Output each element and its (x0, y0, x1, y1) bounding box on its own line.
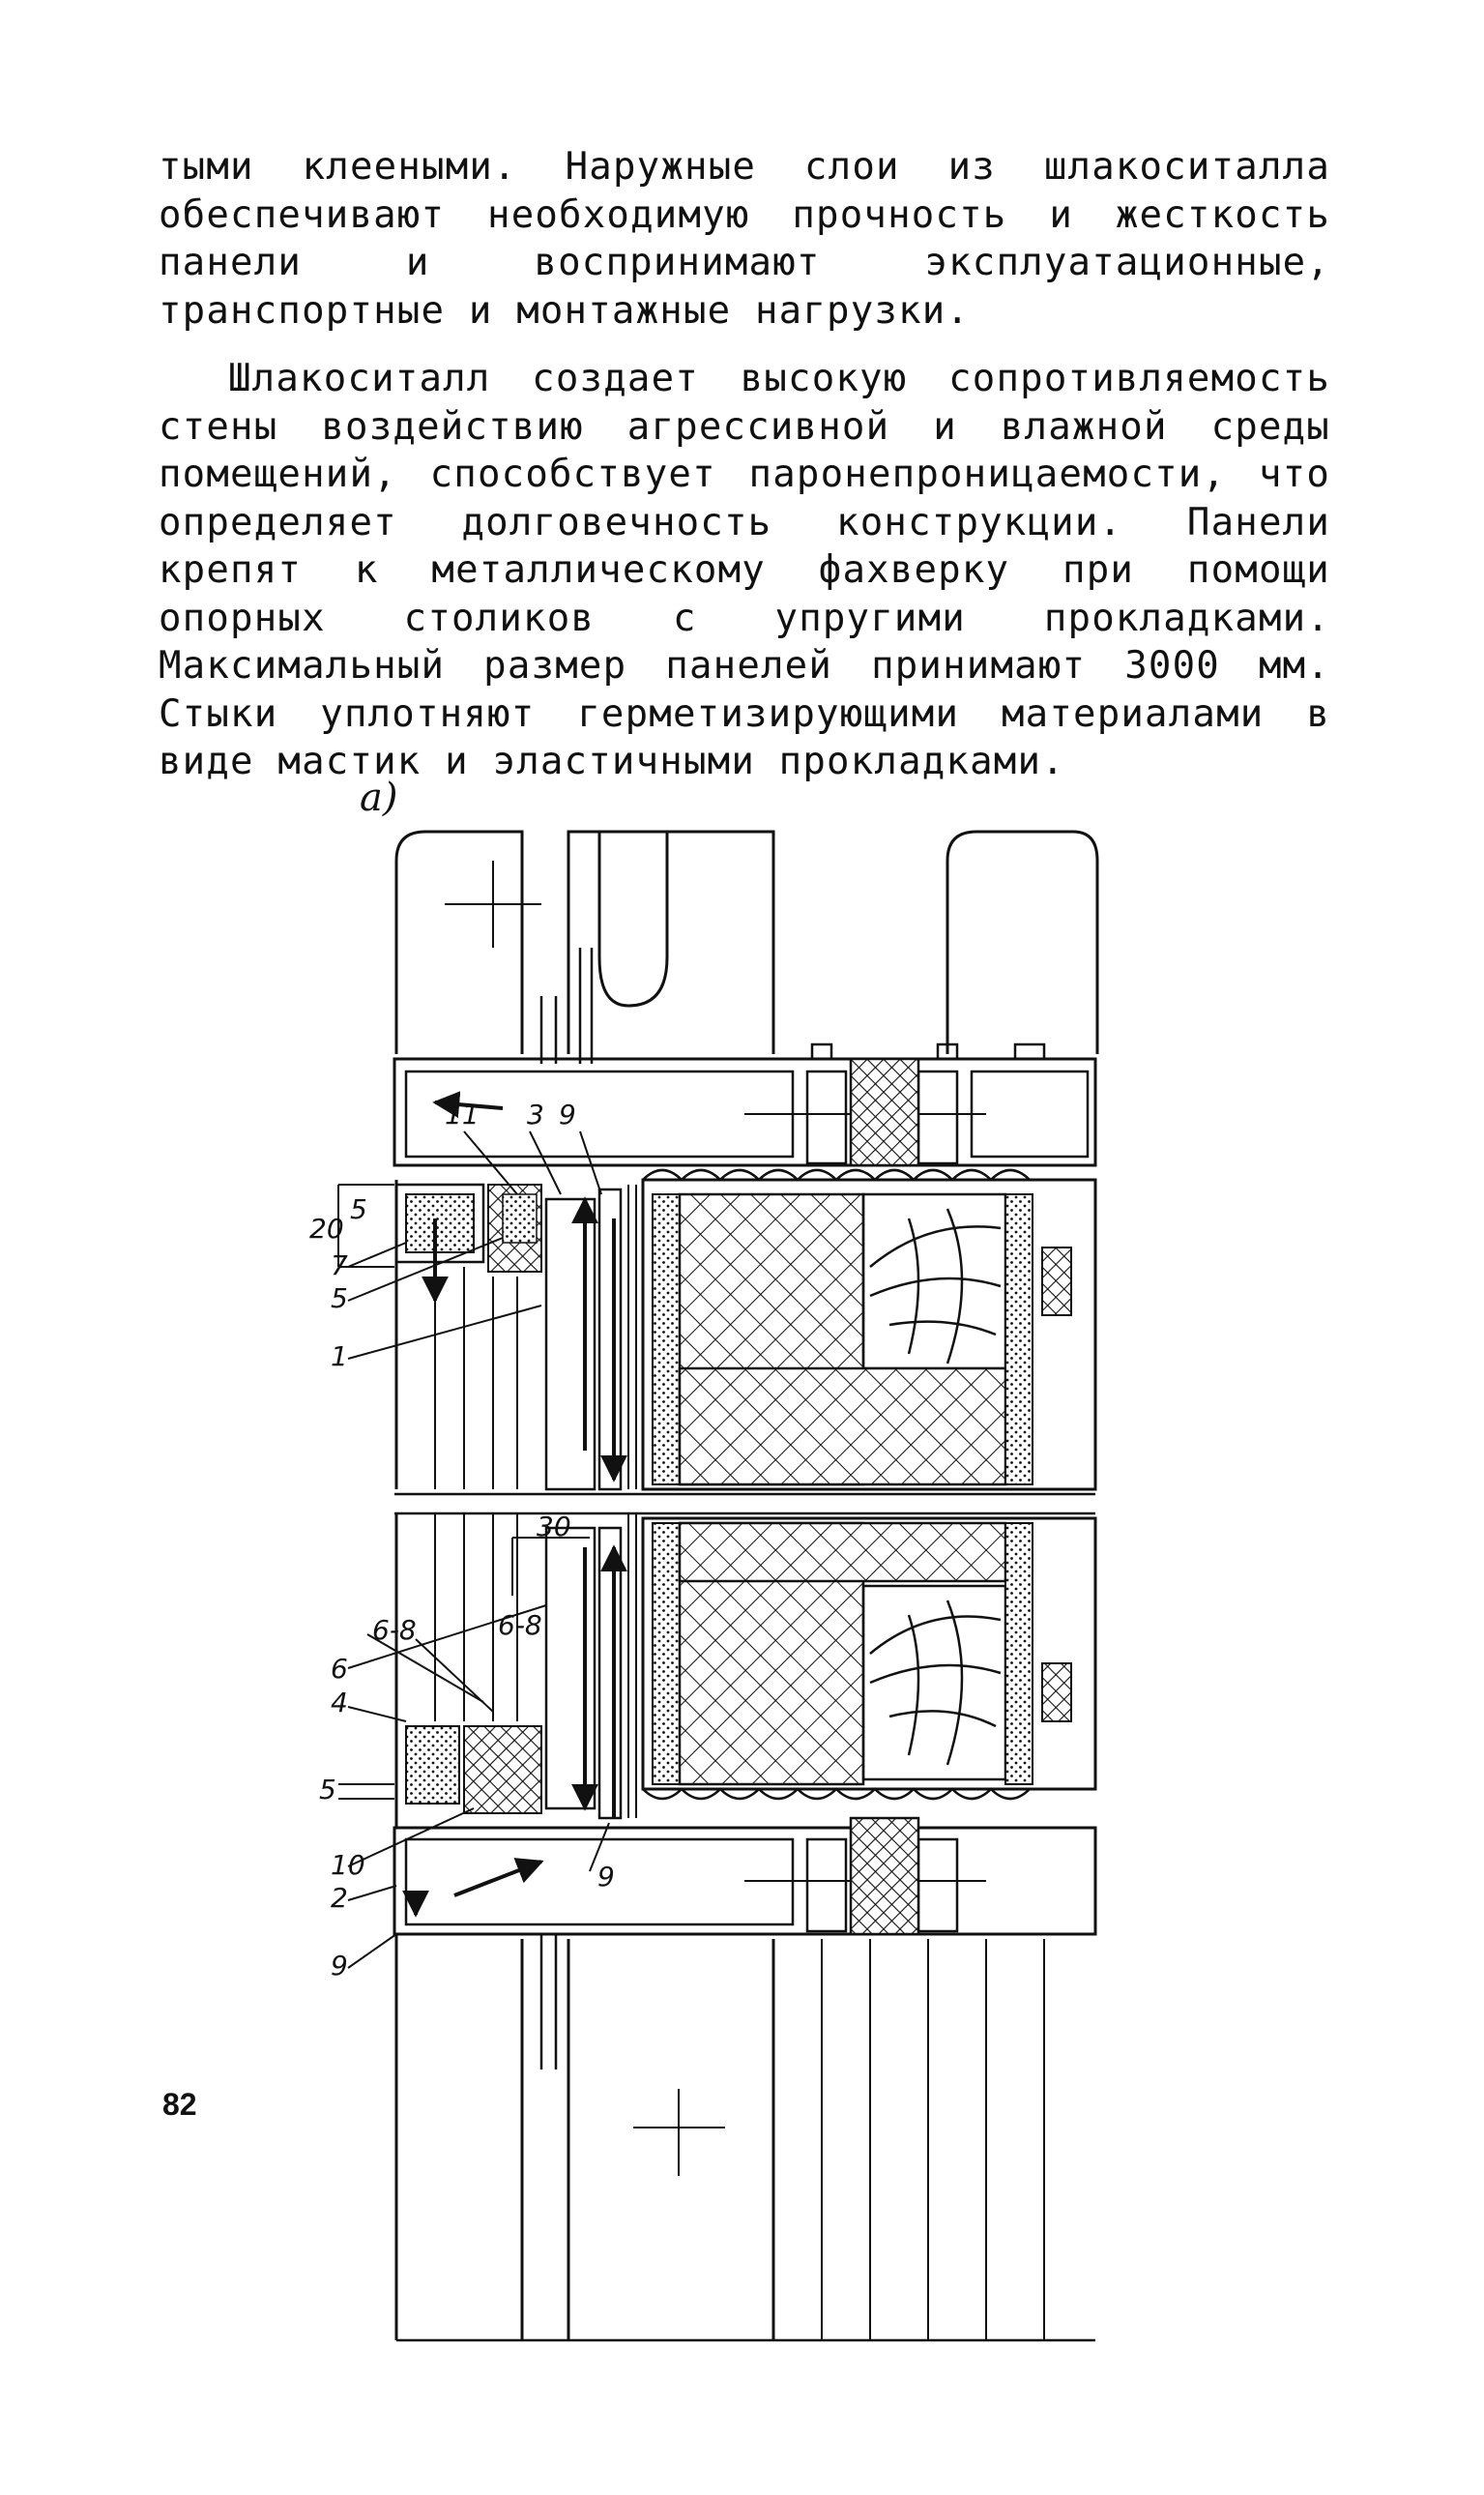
leader-lines (337, 1130, 610, 1969)
callout-9-mid: 9 (597, 1861, 615, 1893)
figure-label: а) (360, 776, 398, 820)
body-text: тыми клееными. Наружные слои из шлакосит… (159, 143, 1330, 786)
callout-4: 4 (331, 1687, 348, 1718)
book-page: тыми клееными. Наружные слои из шлакосит… (159, 143, 1330, 2342)
callout-1: 1 (331, 1340, 348, 1372)
callout-2: 2 (331, 1882, 348, 1914)
paragraph-1: тыми клееными. Наружные слои из шлакосит… (159, 145, 1330, 333)
callout-6-8-a: 6-8 (372, 1614, 417, 1646)
callout-6-8-b: 6-8 (498, 1609, 542, 1641)
callout-labels: 11 3 9 20 5 7 5 1 30 6 6-8 6-8 4 5 9 10 … (309, 1099, 615, 1981)
callout-3: 3 (527, 1099, 544, 1130)
callout-9-bottom: 9 (331, 1950, 348, 1981)
callout-5-top: 5 (350, 1193, 367, 1225)
callout-30: 30 (537, 1511, 571, 1542)
callout-5-bottom: 5 (319, 1774, 336, 1805)
callout-5-left: 5 (331, 1282, 348, 1314)
technical-drawing: 11 3 9 20 5 7 5 1 30 6 6-8 6-8 4 5 9 10 … (309, 830, 1099, 2342)
page-number: 82 (162, 2087, 197, 2122)
callout-11: 11 (445, 1099, 480, 1130)
callout-6: 6 (331, 1653, 348, 1685)
paragraph-2: Шлакоситалл создает высокую сопротивляем… (159, 357, 1330, 783)
air-flow-arrows (402, 1091, 627, 1918)
drawing-lines (393, 830, 1099, 2342)
callout-7: 7 (331, 1249, 348, 1281)
callout-20: 20 (309, 1213, 344, 1245)
wall-panel-joint-drawing: 11 3 9 20 5 7 5 1 30 6 6-8 6-8 4 5 9 10 … (309, 812, 1102, 2495)
callout-9-top: 9 (559, 1099, 576, 1130)
callout-10: 10 (331, 1849, 365, 1881)
